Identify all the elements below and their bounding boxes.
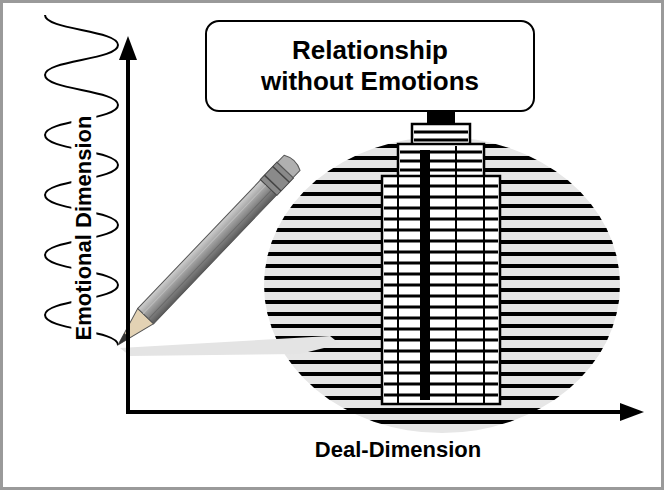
axis-label: Deal-Dimension xyxy=(315,437,481,462)
pencil xyxy=(110,153,303,353)
striped-oval xyxy=(260,135,624,435)
axis-label: Emotional Dimension xyxy=(71,113,96,344)
sine-wave xyxy=(45,15,118,345)
title-box: Relationship without Emotions xyxy=(205,20,535,112)
pencil-shadow xyxy=(120,336,340,356)
building xyxy=(382,112,500,404)
box-title: Relationship without Emotions xyxy=(250,35,490,97)
